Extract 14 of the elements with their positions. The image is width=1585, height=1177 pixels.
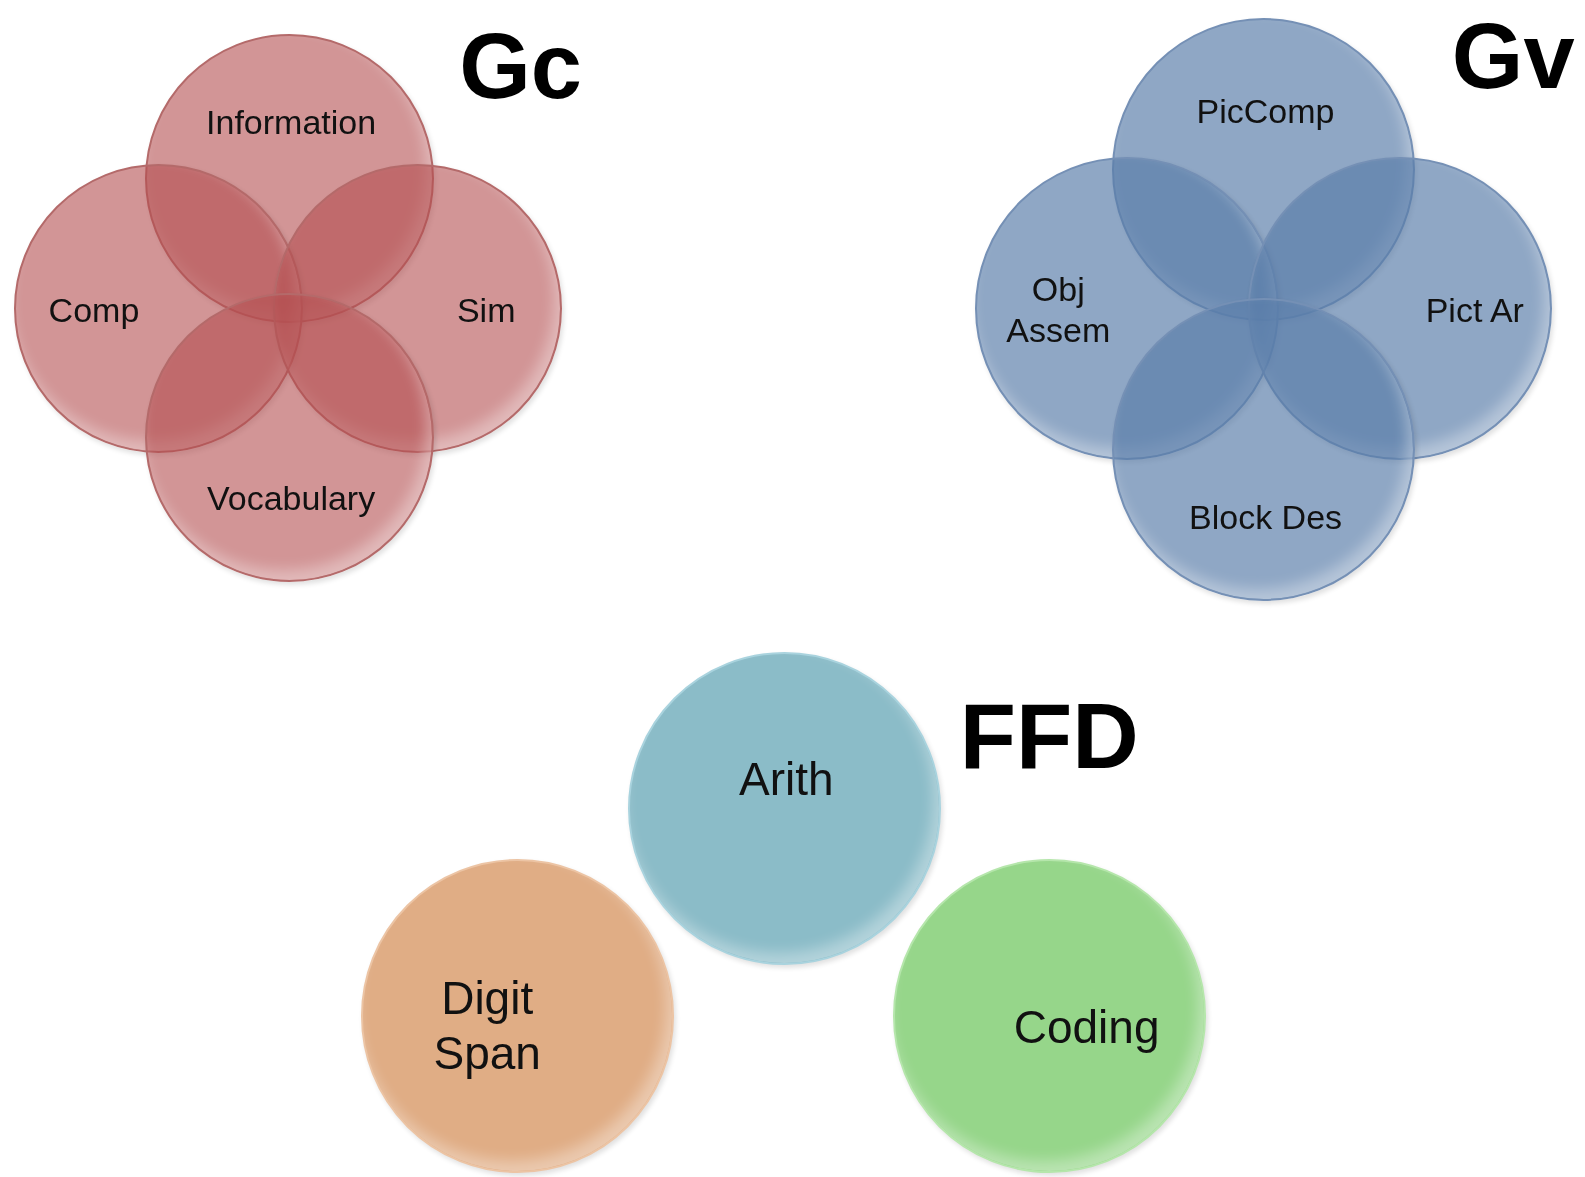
circle-label: Sim — [455, 289, 517, 331]
circle-label: Obj Assem — [1005, 269, 1112, 352]
circle-label: Block Des — [1188, 496, 1344, 537]
circle-label: PicComp — [1195, 90, 1336, 132]
circle-label: Comp — [47, 289, 141, 331]
circle-label: Digit Span — [432, 970, 542, 1081]
circle-label: Arith — [738, 752, 835, 808]
group-heading: Gc — [459, 13, 582, 119]
circle-label: Vocabulary — [205, 477, 377, 519]
circle-label: Information — [205, 101, 378, 143]
circle-label: Pict Ar — [1424, 289, 1525, 331]
group-heading: FFD — [959, 683, 1139, 789]
circle-label: Coding — [1012, 1000, 1161, 1056]
group-heading: Gv — [1451, 3, 1575, 109]
